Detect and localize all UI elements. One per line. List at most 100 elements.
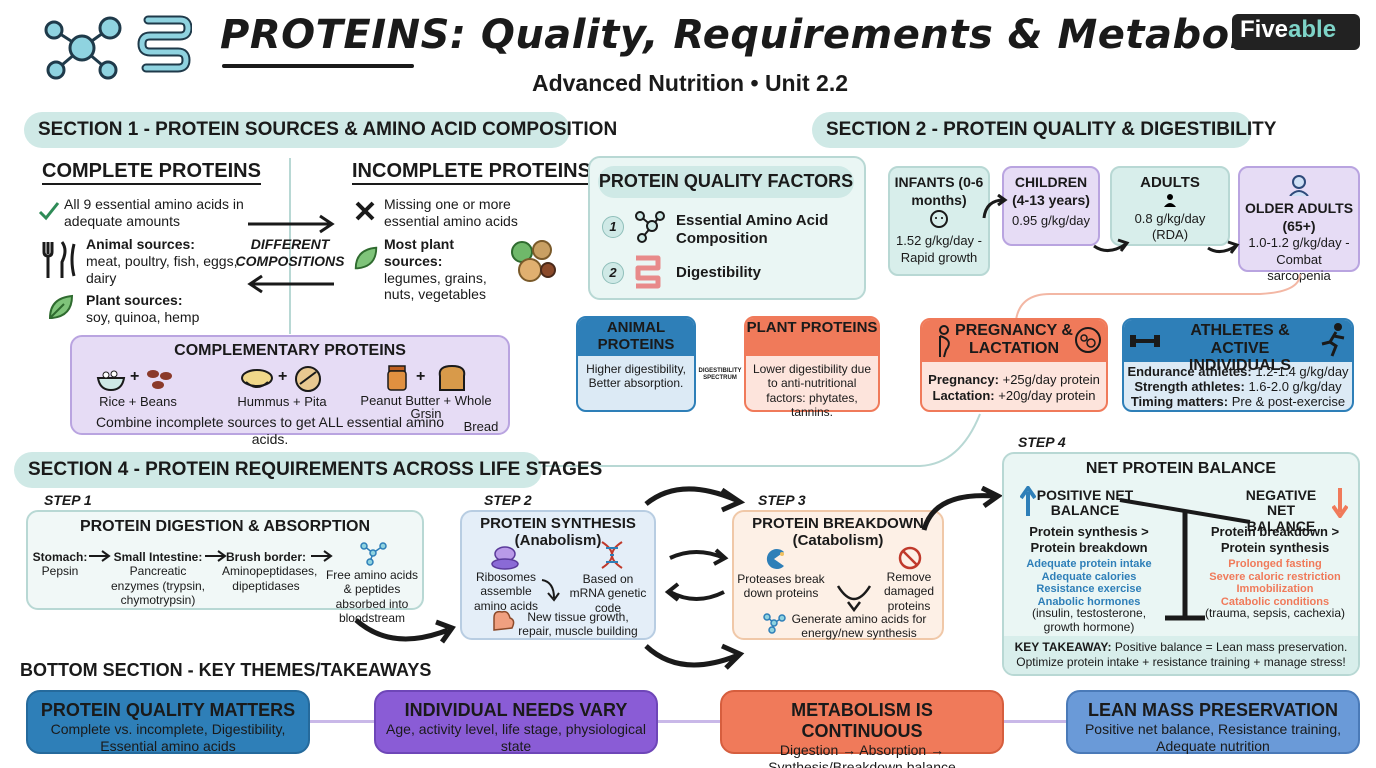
step1-label: STEP 1 — [44, 492, 92, 508]
intestine-label: Small Intestine: — [113, 550, 203, 564]
arrow-icon — [1207, 240, 1240, 254]
negative-note: (trauma, sepsis, cachexia) — [1204, 606, 1346, 620]
brush-label: Brush border: — [225, 550, 306, 564]
athletes-line2: Strength athletes: 1.6-2.0 g/kg/day — [1124, 379, 1352, 395]
children-box: CHILDREN (4-13 years) 0.95 g/kg/day — [1002, 166, 1100, 246]
arrow-down-icon — [1332, 488, 1348, 518]
theme-quality-text: Complete vs. incomplete, Digestibility, … — [50, 721, 286, 754]
plus-3: + — [416, 368, 426, 385]
positive-title: POSITIVE NET BALANCE — [1036, 487, 1134, 519]
arrow-up-icon — [1020, 486, 1036, 516]
fork-knife-icon — [42, 241, 76, 278]
athletes-line3: Timing matters: Pre & post-exercise — [1124, 394, 1352, 410]
athletes-line3-text: Pre & post-exercise — [1231, 394, 1346, 409]
arrow-right-icon — [205, 550, 227, 562]
dumbbell-icon — [1130, 335, 1160, 347]
pacman-icon — [766, 549, 784, 569]
children-title: CHILDREN (4-13 years) — [1012, 174, 1090, 208]
brand-logo: Fiveable — [1232, 14, 1360, 50]
athletes-line1-label: Endurance athletes: — [1127, 364, 1252, 379]
athletes-line1: Endurance athletes: 1.2-1.4 g/kg/day — [1124, 364, 1352, 380]
arrow-icon — [1093, 238, 1130, 252]
complete-plant-text: soy, quinoa, hemp — [86, 308, 200, 325]
intestine-icon — [137, 15, 192, 73]
pita-icon — [295, 366, 321, 392]
step3-generate: Generate amino acids for energy/new synt… — [791, 612, 927, 641]
adults-title: ADULTS — [1140, 174, 1200, 191]
pregnancy-line1-text: +25g/day protein — [1002, 372, 1100, 387]
person-icon — [1164, 193, 1176, 207]
page-title: PROTEINS: Quality, Requirements & Metabo… — [220, 12, 1325, 58]
title-underline — [222, 64, 414, 68]
molecule-icon — [360, 542, 387, 566]
brand-left: Five — [1240, 16, 1289, 43]
positive-item: Adequate protein intake — [1026, 558, 1152, 570]
flow-arrow-icon — [921, 486, 1003, 531]
athletes-line2-label: Strength athletes: — [1134, 379, 1245, 394]
factor1-num: 1 — [602, 216, 624, 238]
negative-item: Severe caloric restriction — [1209, 570, 1341, 583]
plus-1: + — [130, 368, 140, 385]
baby-icon — [930, 210, 948, 228]
connector-line — [542, 413, 981, 467]
arrow-down-icon — [541, 579, 560, 602]
flow-arrow-icon — [644, 486, 746, 513]
athletes-header — [1124, 320, 1352, 362]
step3-subtitle: (Catabolism) — [792, 531, 884, 549]
theme-metabolism-title: METABOLISM IS CONTINUOUS — [791, 700, 933, 741]
complete-animal: Animal sources: meat, poultry, fish, egg… — [86, 236, 246, 286]
jar-icon — [387, 365, 407, 391]
pregnant-icon — [939, 325, 950, 358]
key-takeaway: KEY TAKEAWAY: Positive balance = Lean ma… — [1004, 636, 1358, 674]
adults-text: 0.8 g/kg/day (RDA) — [1134, 211, 1206, 243]
athletes-line2-text: 1.6-2.0 g/kg/day — [1248, 379, 1342, 394]
incomplete-plant-label: Most plant sources: — [384, 236, 454, 269]
positive-item: Resistance exercise — [1036, 583, 1142, 596]
page-subtitle: Advanced Nutrition • Unit 2.2 — [531, 70, 849, 96]
complementary-title: COMPLEMENTARY PROTEINS — [174, 342, 406, 359]
factor1: Essential Amino Acid Composition — [676, 212, 829, 247]
step2-title: PROTEIN SYNTHESIS (Anabolism) — [460, 515, 656, 549]
step3-proteases: Proteases break down proteins — [737, 572, 825, 601]
check-icon — [38, 202, 60, 221]
ribosome-icon — [491, 546, 519, 570]
older-adults-box: OLDER ADULTS (65+) 1.0-1.2 g/kg/day - Co… — [1238, 166, 1360, 283]
hummus-icon — [241, 369, 273, 388]
positive-item: Anabolic hormones — [1037, 595, 1141, 608]
positive-list: Adequate protein intake Adequate calorie… — [1014, 558, 1164, 609]
complete-plant-label: Plant sources: — [86, 292, 183, 308]
incomplete-item1: Missing one or more essential amino acid… — [384, 196, 518, 229]
pregnancy-line2: Lactation: +20g/day protein — [922, 388, 1106, 404]
arrow-icon — [982, 194, 1008, 219]
negative-item: Immobilization — [1236, 583, 1314, 596]
arrow-left-icon — [247, 274, 334, 294]
theme-lean-mass: LEAN MASS PRESERVATION Positive net bala… — [1066, 690, 1360, 754]
pregnancy-line2-text: +20g/day protein — [998, 388, 1096, 403]
negative-sub: Protein breakdown > Protein synthesis — [1210, 524, 1340, 555]
theme-quality-title: PROTEIN QUALITY MATTERS — [40, 700, 296, 720]
section1-divider — [289, 158, 291, 334]
pair3: Peanut Butter + Whole Grsin Bread — [346, 394, 506, 433]
step3-title-main: PROTEIN BREAKDOWN — [752, 515, 924, 532]
factor2: Digestibility — [676, 264, 762, 281]
theme-needs-title: INDIVIDUAL NEEDS VARY — [404, 700, 628, 720]
beans-icon — [147, 370, 172, 389]
pair1: Rice + Beans — [99, 394, 177, 409]
theme-needs: INDIVIDUAL NEEDS VARY Age, activity leve… — [374, 690, 658, 754]
step2-growth: New tissue growth, repair, muscle buildi… — [518, 610, 638, 639]
step2-ribosomes: Ribosomes assemble amino acids — [473, 570, 539, 613]
brand-right: able — [1288, 16, 1337, 43]
arrow-right-icon — [89, 550, 111, 562]
different-compositions: DIFFERENT COMPOSITIONS — [235, 236, 345, 269]
brush-text: Aminopeptidases, dipeptidases — [222, 564, 318, 593]
animal-proteins-text: Higher digestibility, Better absorption. — [586, 362, 686, 391]
stomach-text: Pepsin — [41, 564, 79, 579]
step3-remove: Remove damaged proteins — [883, 570, 935, 613]
negative-item: Catabolic conditions — [1220, 595, 1330, 608]
pregnancy-line1-label: Pregnancy: — [928, 372, 999, 387]
theme-needs-text: Age, activity level, life stage, physiol… — [386, 721, 646, 754]
step1-box — [26, 510, 424, 610]
bowl-icon — [96, 370, 126, 392]
no-icon — [898, 546, 922, 570]
step1-stomach: Stomach: Pepsin — [30, 550, 90, 579]
